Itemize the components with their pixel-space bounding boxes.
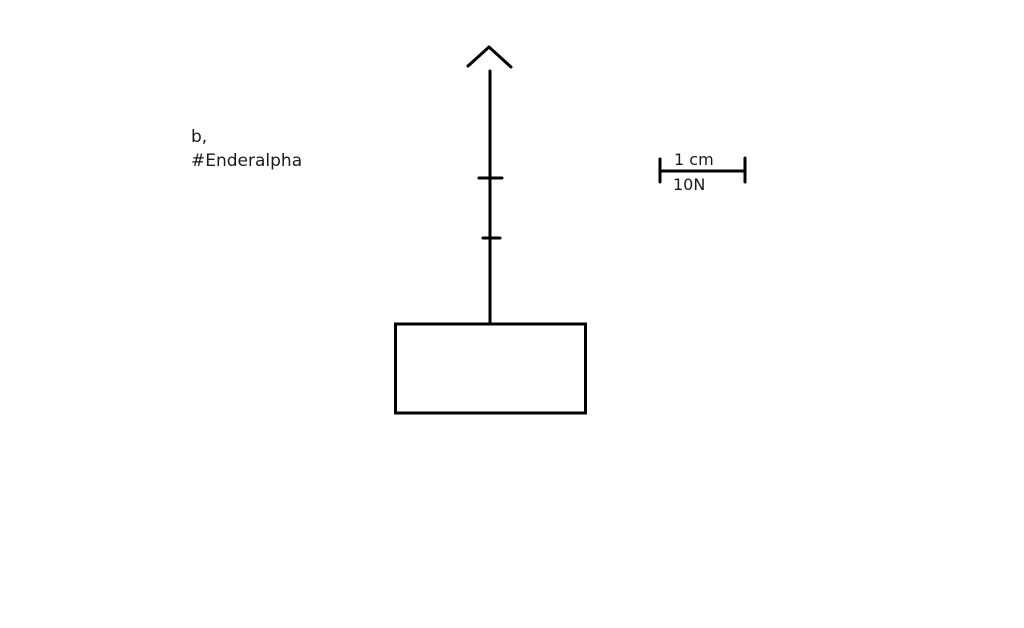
scale-length-label: 1 cm [674, 150, 714, 169]
arrowhead-up-icon [466, 45, 513, 69]
scale-force-label: 10N [673, 175, 705, 194]
object-block [394, 322, 587, 415]
signature-label: #Enderalpha [191, 151, 302, 171]
part-label: b, [191, 127, 207, 147]
